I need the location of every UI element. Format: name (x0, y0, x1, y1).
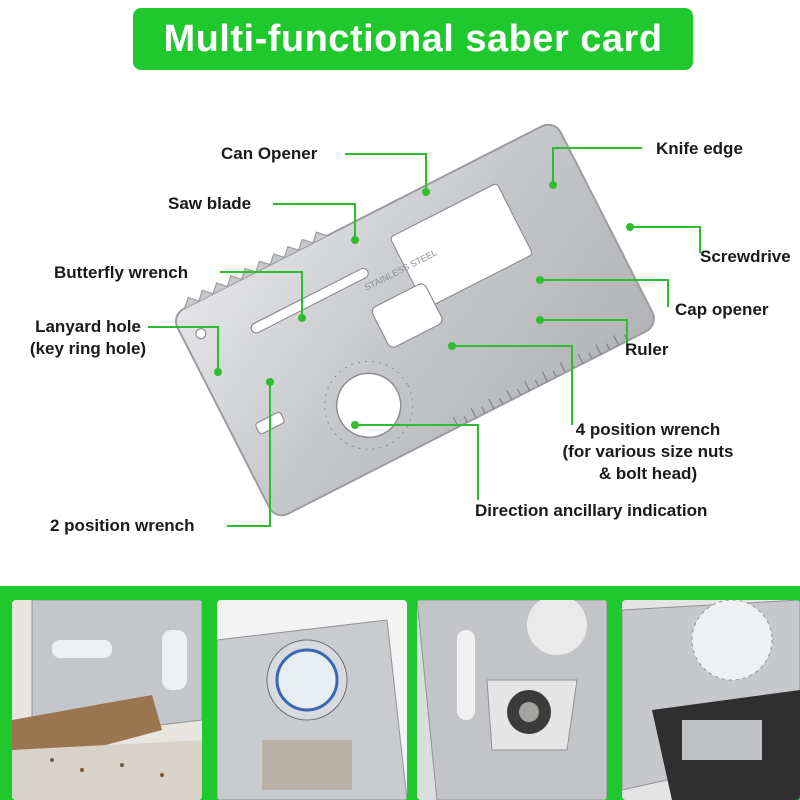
label-saw-blade: Saw blade (168, 194, 252, 213)
label-can-opener: Can Opener (221, 144, 318, 163)
label-cap-opener: Cap opener (675, 300, 769, 319)
page-title: Multi-functional saber card (163, 17, 663, 60)
label-four-position-wrench-line2: (for various size nuts (562, 442, 734, 461)
label-knife-edge: Knife edge (656, 139, 743, 158)
sawing-wood-photo (12, 600, 202, 800)
label-lanyard-hole-line2: (key ring hole) (29, 339, 147, 358)
label-four-position-wrench: 4 position wrench (for various size nuts… (540, 419, 756, 485)
label-lanyard-hole-line1: Lanyard hole (35, 317, 141, 336)
label-ruler: Ruler (625, 340, 669, 359)
card-closeup-photo (622, 600, 800, 800)
saber-card-diagram: STAINLESS STEEL (148, 123, 701, 527)
label-direction-indication: Direction ancillary indication (475, 501, 708, 520)
wrench-bolt-photo (417, 600, 607, 800)
label-four-position-wrench-line1: 4 position wrench (575, 420, 721, 439)
saber-card: STAINLESS STEEL (175, 123, 655, 517)
label-two-position-wrench: 2 position wrench (50, 516, 195, 535)
label-four-position-wrench-line3: & bolt head) (598, 464, 698, 483)
bottle-cap-photo (217, 600, 407, 800)
title-banner: Multi-functional saber card (133, 8, 693, 70)
label-butterfly-wrench: Butterfly wrench (54, 263, 189, 282)
label-lanyard-hole: Lanyard hole (key ring hole) (10, 316, 166, 360)
label-screwdriver: Screwdrive (700, 247, 791, 266)
